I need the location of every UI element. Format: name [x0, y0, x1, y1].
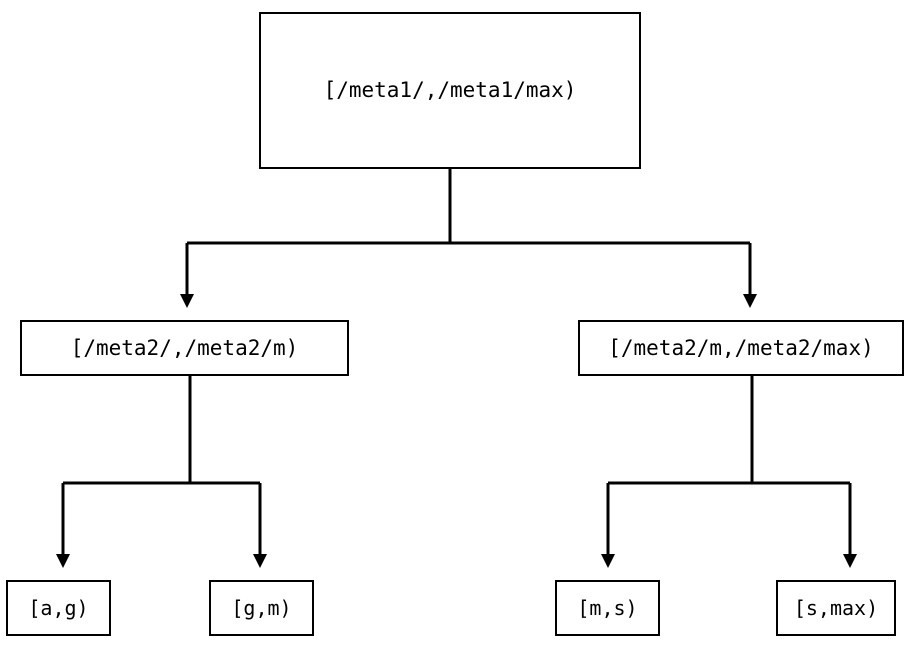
arrowhead-icon-leaf1 — [56, 554, 70, 568]
arrowhead-icon-leaf2 — [253, 554, 267, 568]
tree-node-mid-left[interactable]: [/meta2/,/meta2/m) — [20, 320, 349, 376]
edge-root-to-mid-group — [180, 169, 757, 308]
arrowhead-icon-leaf3 — [601, 554, 615, 568]
edge-midright-to-leaves-group — [601, 376, 857, 568]
arrowhead-icon-mid-right — [743, 294, 757, 308]
tree-node-leaf-1-label: [a,g) — [28, 596, 89, 620]
edge-midleft-to-leaves-group — [56, 376, 267, 568]
tree-node-leaf-2-label: [g,m) — [231, 596, 292, 620]
tree-node-root-label: [/meta1/,/meta1/max) — [323, 78, 577, 102]
arrowhead-icon-mid-left — [180, 294, 194, 308]
tree-node-leaf-1[interactable]: [a,g) — [6, 580, 111, 636]
tree-node-leaf-3-label: [m,s) — [577, 596, 638, 620]
tree-node-leaf-2[interactable]: [g,m) — [209, 580, 314, 636]
tree-node-mid-right[interactable]: [/meta2/m,/meta2/max) — [578, 320, 904, 376]
tree-node-leaf-4[interactable]: [s,max) — [776, 580, 896, 636]
tree-node-leaf-4-label: [s,max) — [793, 596, 879, 620]
tree-node-leaf-3[interactable]: [m,s) — [555, 580, 660, 636]
tree-node-root[interactable]: [/meta1/,/meta1/max) — [259, 12, 641, 169]
tree-node-mid-left-label: [/meta2/,/meta2/m) — [70, 335, 299, 360]
tree-node-mid-right-label: [/meta2/m,/meta2/max) — [608, 335, 874, 360]
arrowhead-icon-leaf4 — [843, 554, 857, 568]
